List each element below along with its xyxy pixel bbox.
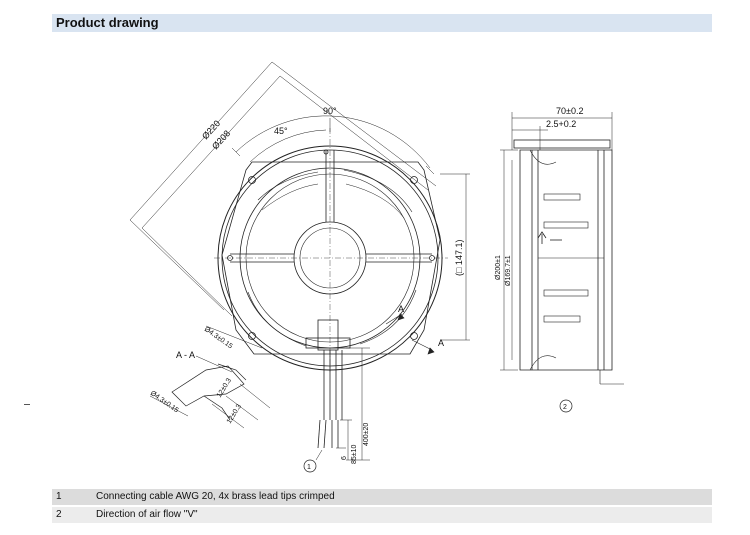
dim-12-a: 12±0.3 [216,377,233,399]
hole-callout [205,325,263,349]
dim-side-70: 70±0.2 [556,106,583,116]
dim-cable-6: 6 [341,456,348,460]
dim-side-25: 2.5+0.2 [546,119,576,129]
dim-1471: (□ 147.1) [454,240,464,276]
callout-circle-1 [303,459,317,473]
callout-label-2: 2 [563,404,567,411]
section-title: Product drawing [56,15,159,30]
dim-angle-90: 90° [323,106,337,116]
front-view [214,128,448,449]
dim-angle-45: 45° [274,126,288,136]
legend-row: 1 Connecting cable AWG 20, 4x brass lead… [52,489,712,505]
dim-cable-400: 400±20 [363,423,370,446]
section-marker-a1: A [398,304,404,314]
dimension-1471 [440,173,470,341]
legend-text: Direction of air flow "V" [96,509,198,520]
dim-side-1697: Ø169.7±1 [505,255,512,286]
dim-side-200: Ø200±1 [495,255,502,280]
section-title: A - A [176,350,195,360]
dim-hole-section: Ø4.3±0.15 [149,390,180,415]
section-header: Product drawing [52,14,712,32]
side-view [500,112,624,385]
callout-label-1: 1 [307,464,311,471]
legend-number: 2 [56,509,62,520]
section-detail-drawing [149,355,271,429]
cable-dimensions [336,347,370,461]
dim-cable-85: 85±10 [351,444,358,464]
legend-row: 2 Direction of air flow "V" [52,507,712,523]
diameter-dimensions [129,61,437,317]
legend-number: 1 [56,491,62,502]
callout-circle-2 [559,399,573,413]
angle-arcs [231,115,435,175]
dim-hole-front: Ø4.3±0.15 [203,326,234,351]
legend-table: 1 Connecting cable AWG 20, 4x brass lead… [52,489,712,525]
margin-mark [24,404,30,405]
section-markers [385,313,435,355]
section-marker-a2: A [438,338,444,348]
legend-text: Connecting cable AWG 20, 4x brass lead t… [96,491,335,502]
dim-12-b: 12±0.3 [226,403,243,425]
